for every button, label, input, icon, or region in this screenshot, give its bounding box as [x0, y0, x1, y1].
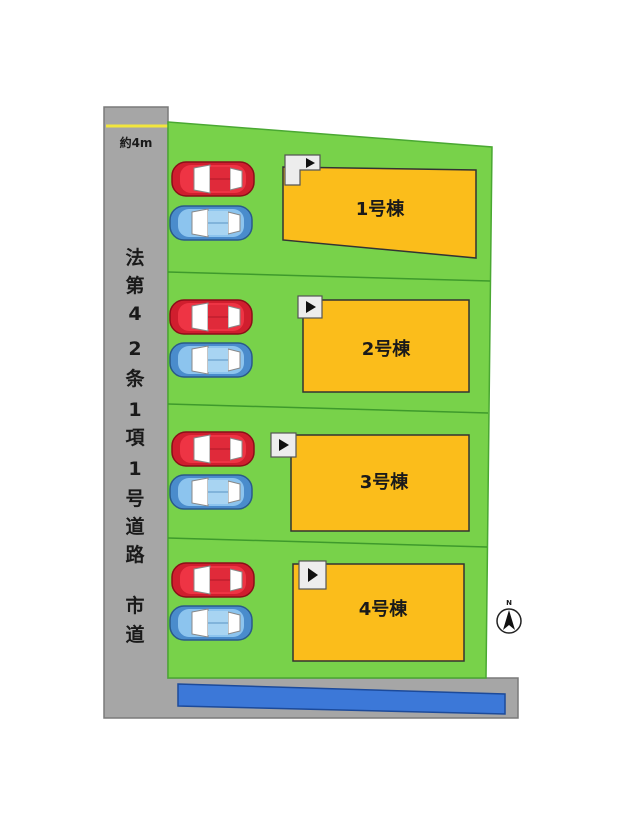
- car-blue-icon-2: [169, 342, 253, 378]
- lot-divider-2: [167, 403, 489, 414]
- building-4-label: 4号棟: [359, 598, 409, 620]
- car-red-icon-4: [171, 562, 255, 598]
- entrance-arrow-icon-2: [306, 301, 316, 313]
- car-blue-icon-1: [169, 205, 253, 241]
- road-width-label: 約4m: [120, 135, 153, 150]
- building-2-label: 2号棟: [362, 338, 412, 360]
- road-char: 市: [125, 594, 144, 617]
- road-char: 路: [125, 543, 145, 566]
- road-area: [103, 106, 519, 719]
- road-char: 法: [125, 246, 144, 269]
- road-char: 項: [125, 427, 145, 449]
- north-label: N: [506, 599, 512, 607]
- lot-area: [167, 121, 493, 679]
- building-3-label: 3号棟: [360, 471, 410, 493]
- building-3: [290, 434, 470, 532]
- road-name-label: 法 第 4 2 条 1 項 1 号 道 路 市 道: [125, 246, 145, 646]
- lot-divider-3: [167, 537, 488, 548]
- road-char: 条: [125, 367, 145, 390]
- canal: [177, 683, 506, 715]
- road-char: 第: [125, 274, 144, 297]
- north-arrow-icon: N: [496, 599, 522, 634]
- building-2: [302, 299, 470, 393]
- road-char: 2: [128, 338, 141, 360]
- lot-divider-1: [167, 271, 491, 282]
- car-blue-icon-3: [169, 474, 253, 510]
- building-1-label: 1号棟: [356, 198, 406, 220]
- car-red-icon-2: [169, 299, 253, 335]
- road-char: 4: [128, 303, 141, 325]
- car-blue-icon-4: [169, 605, 253, 641]
- building-4: [292, 563, 465, 662]
- entrance-arrow-icon-3: [279, 439, 289, 451]
- entrance-arrow-icon-1: [306, 158, 315, 168]
- car-red-icon-1: [171, 161, 255, 197]
- road-char: 1: [128, 458, 141, 480]
- building-1: [282, 166, 477, 259]
- car-red-icon-3: [171, 431, 255, 467]
- road-char: 道: [125, 515, 144, 538]
- entrance-arrow-icon-4: [308, 568, 318, 582]
- road-char: 1: [128, 399, 141, 421]
- road-char: 道: [125, 623, 144, 646]
- road-char: 号: [125, 488, 144, 510]
